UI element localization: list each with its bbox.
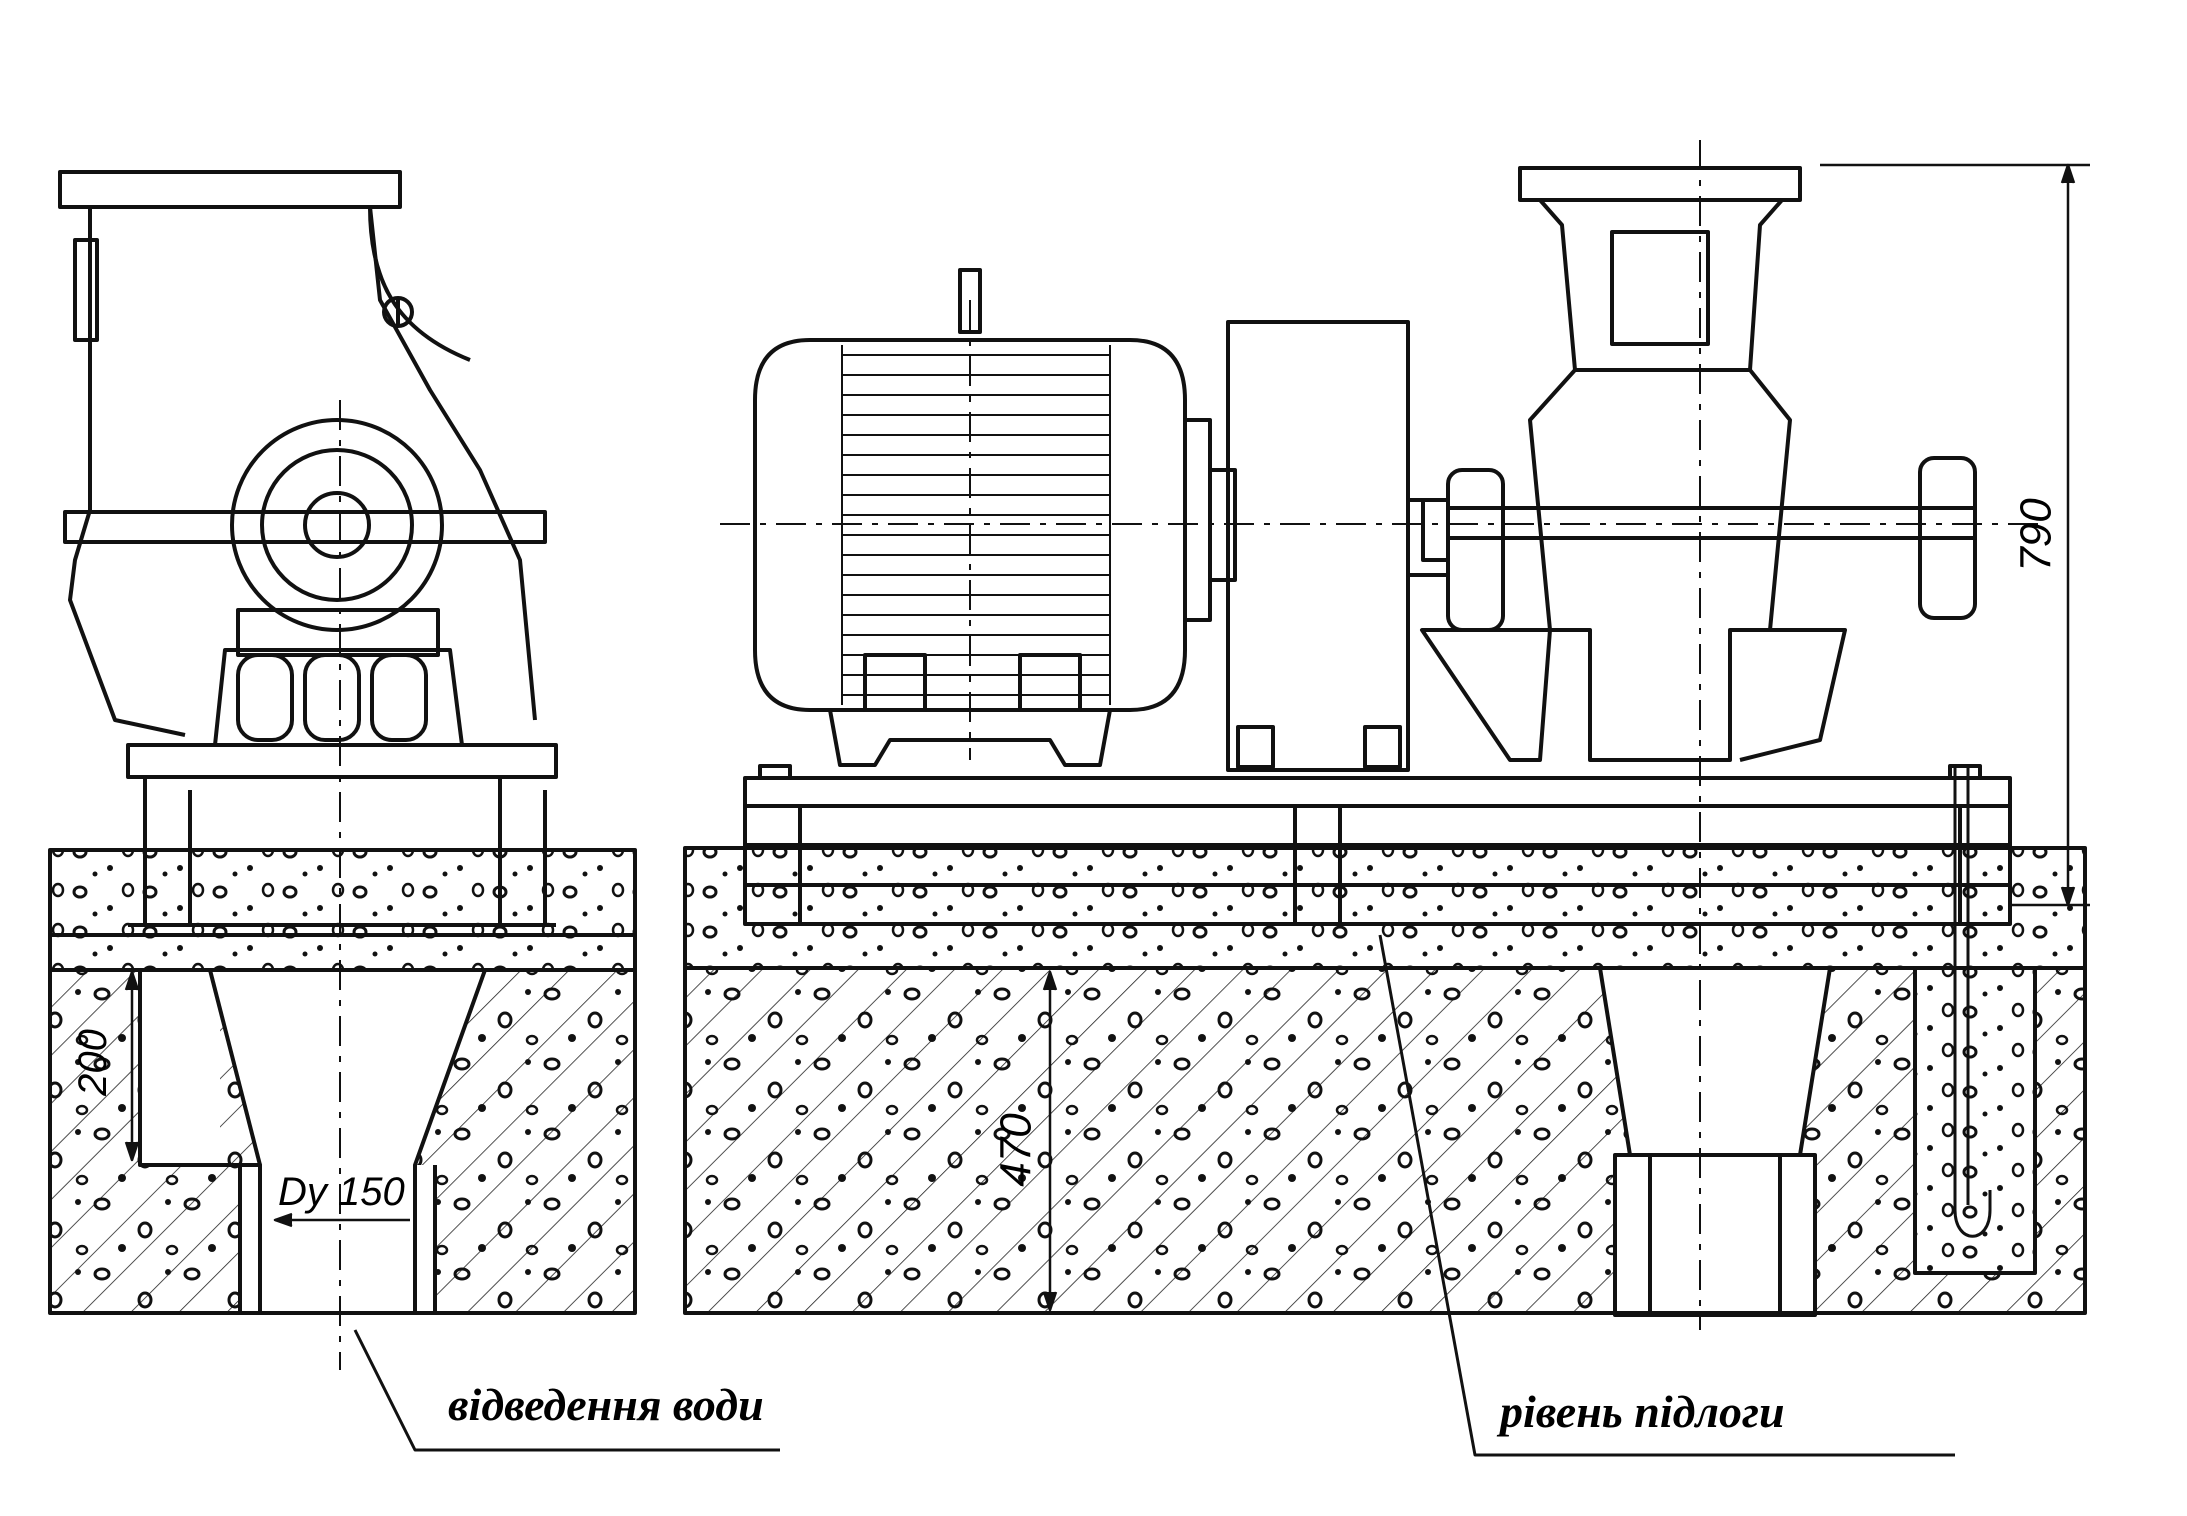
left-foundation <box>48 848 637 1315</box>
side-view-pump <box>58 170 547 737</box>
water-drain-leader <box>353 1329 780 1452</box>
water-drain-label: відведення води <box>448 1379 764 1430</box>
drain-diameter-value: Dy 150 <box>278 1170 405 1214</box>
foundation-height-value: 470 <box>991 1113 1041 1187</box>
pit-depth-value: 200 <box>70 1029 115 1096</box>
bearing-pedestal <box>213 608 464 746</box>
electric-motor <box>753 268 1212 767</box>
base-frame <box>743 764 2012 926</box>
coupling-housing <box>1208 320 1450 772</box>
front-view <box>683 140 2090 1457</box>
foundation-height-dimension <box>1042 970 1058 1312</box>
anchor-bolt <box>1953 766 1992 1238</box>
concrete-foundation <box>683 846 2087 1317</box>
floor-level-leader <box>1378 934 1955 1457</box>
pit-depth-dimension <box>124 970 140 1162</box>
floor-level-label: рівень підлоги <box>1500 1386 1785 1437</box>
front-view-pump <box>1420 166 1977 762</box>
top-height-dimension <box>1820 163 2090 907</box>
front-centerlines <box>720 140 2040 1330</box>
drain-dimension <box>273 1212 410 1228</box>
left-base-frame <box>126 743 558 927</box>
top-height-value: 790 <box>2011 498 2061 572</box>
side-view <box>48 170 780 1452</box>
